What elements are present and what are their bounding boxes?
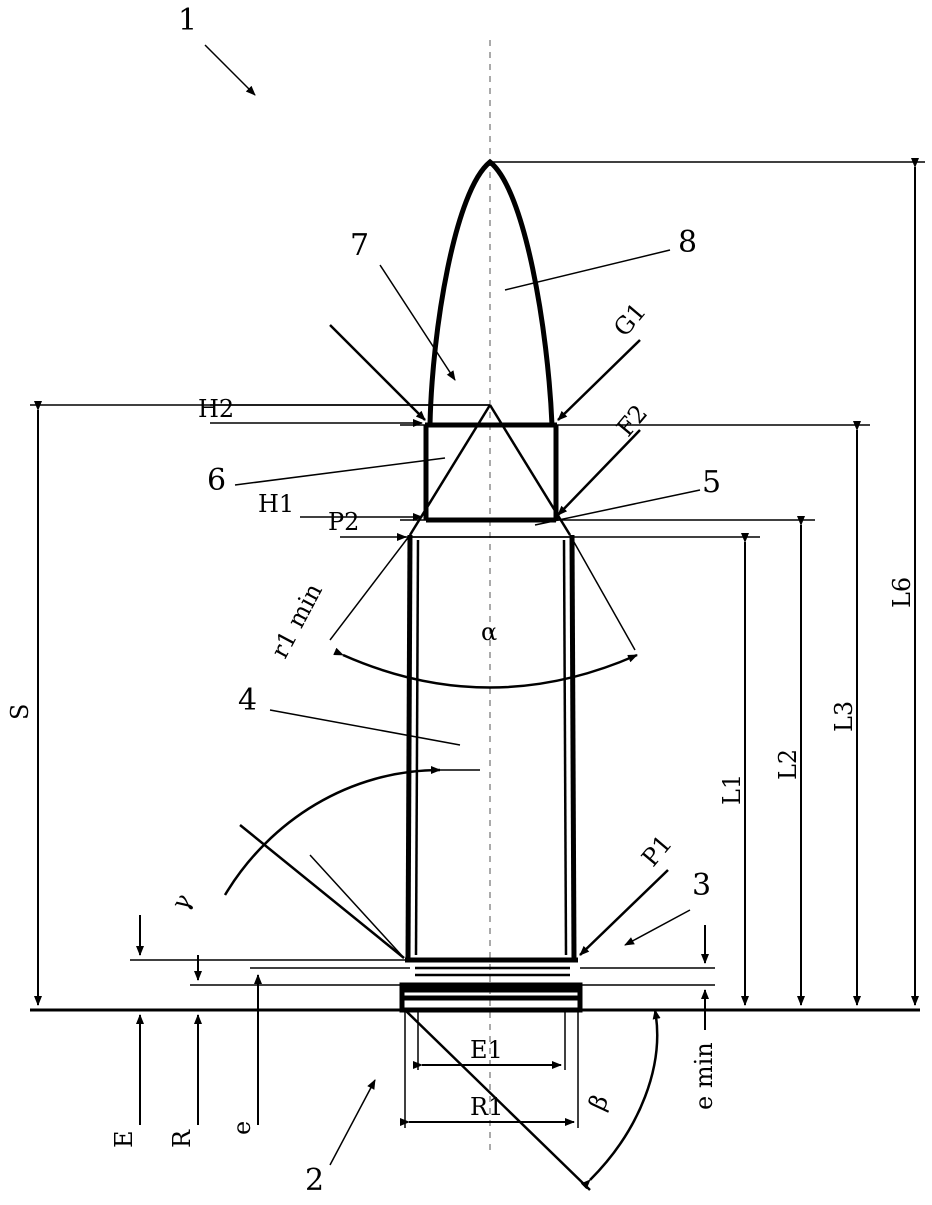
ref-4: 4 bbox=[238, 683, 257, 718]
G1-arrow-right bbox=[557, 339, 641, 421]
label-E1: E1 bbox=[470, 1036, 503, 1064]
label-G1: G1 bbox=[608, 297, 652, 341]
F2-arrow bbox=[557, 429, 641, 516]
label-R1: R1 bbox=[470, 1093, 503, 1121]
label-P1: P1 bbox=[636, 830, 678, 872]
shoulder-cone-right bbox=[488, 404, 572, 536]
gamma-arc bbox=[223, 766, 441, 896]
beta-arc bbox=[580, 1009, 661, 1190]
label-F2: F2 bbox=[611, 399, 653, 441]
label-L6: L6 bbox=[888, 577, 916, 608]
label-emin: e min bbox=[690, 1042, 718, 1110]
alpha-arc bbox=[333, 647, 638, 689]
label-H2: H2 bbox=[198, 395, 234, 423]
ref-8: 8 bbox=[678, 225, 697, 260]
ref-1: 1 bbox=[178, 3, 197, 38]
cone-right-ext bbox=[569, 534, 636, 651]
label-L1: L1 bbox=[718, 774, 746, 805]
label-L2: L2 bbox=[774, 749, 802, 780]
label-alpha: α bbox=[481, 618, 497, 646]
label-gamma: γ bbox=[166, 889, 197, 915]
label-r1min: r1 min bbox=[266, 579, 328, 663]
beta-line bbox=[404, 1009, 591, 1191]
body-right-wall bbox=[569, 534, 577, 961]
label-e: e bbox=[228, 1121, 256, 1135]
gamma-line-1 bbox=[239, 824, 405, 959]
label-L3: L3 bbox=[830, 701, 858, 732]
G1-arrow bbox=[329, 324, 426, 421]
label-beta: β bbox=[583, 1090, 614, 1114]
body-inner-left bbox=[414, 539, 420, 956]
ref-5: 5 bbox=[702, 465, 721, 500]
shoulder-cone-left bbox=[408, 404, 492, 536]
bullet-ogive bbox=[427, 158, 555, 426]
ref-3: 3 bbox=[692, 868, 711, 903]
ref-2: 2 bbox=[305, 1163, 324, 1198]
body-inner-right bbox=[562, 539, 568, 956]
label-P2: P2 bbox=[328, 508, 359, 536]
gamma-line-2 bbox=[309, 854, 405, 959]
label-R: R bbox=[168, 1129, 196, 1148]
ref-7: 7 bbox=[350, 228, 369, 263]
label-H1: H1 bbox=[258, 490, 294, 518]
body-left-wall bbox=[405, 534, 413, 961]
label-E: E bbox=[110, 1130, 138, 1148]
cone-left-ext bbox=[329, 534, 411, 641]
P1-arrow bbox=[579, 869, 669, 956]
ref-6: 6 bbox=[207, 463, 226, 498]
label-S: S bbox=[6, 704, 34, 720]
